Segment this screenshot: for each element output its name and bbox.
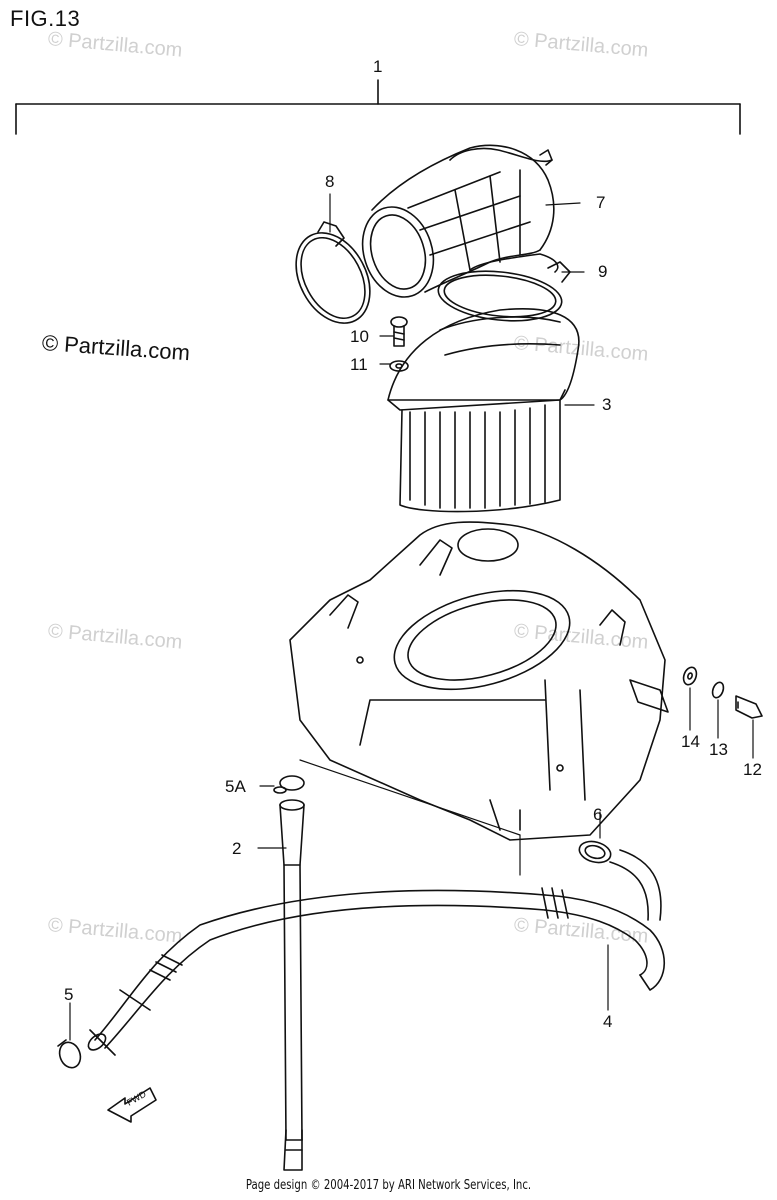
drain-tube — [279, 799, 305, 1171]
callout-5a: 5A — [225, 777, 246, 796]
page-footer: Page design © 2004-2017 by ARI Network S… — [245, 1178, 532, 1193]
leader-lines — [69, 193, 754, 1041]
callout-10: 10 — [350, 327, 369, 346]
callout-13: 13 — [709, 740, 728, 759]
callout-11: 11 — [350, 355, 368, 374]
forward-arrow-icon: FWD — [107, 1087, 157, 1123]
callout-12: 12 — [743, 760, 762, 779]
bolt-12 — [735, 695, 763, 719]
callout-4: 4 — [603, 1012, 613, 1031]
figure-title: FIG.13 — [10, 6, 81, 31]
callout-9: 9 — [598, 262, 608, 281]
drain-hose — [87, 849, 665, 1056]
clamp-8 — [295, 221, 371, 324]
intake-boot — [361, 144, 559, 298]
callout-3: 3 — [602, 395, 612, 414]
cap-5 — [57, 1039, 82, 1069]
callout-6: 6 — [593, 805, 603, 824]
callout-8: 8 — [325, 172, 335, 191]
callout-14: 14 — [681, 732, 700, 751]
assembly-bracket — [15, 79, 741, 135]
callout-7: 7 — [596, 193, 606, 212]
callout-5: 5 — [64, 985, 74, 1004]
callout-1: 1 — [373, 57, 383, 76]
air-box-housing — [289, 521, 669, 841]
screw-10 — [390, 316, 408, 347]
clamp-9 — [437, 261, 571, 322]
grommet-14 — [682, 666, 698, 686]
air-filter-element — [387, 307, 580, 513]
callout-2: 2 — [232, 839, 242, 858]
clip-6 — [578, 840, 612, 864]
plug-5a — [273, 775, 305, 794]
washer-13 — [711, 681, 725, 699]
